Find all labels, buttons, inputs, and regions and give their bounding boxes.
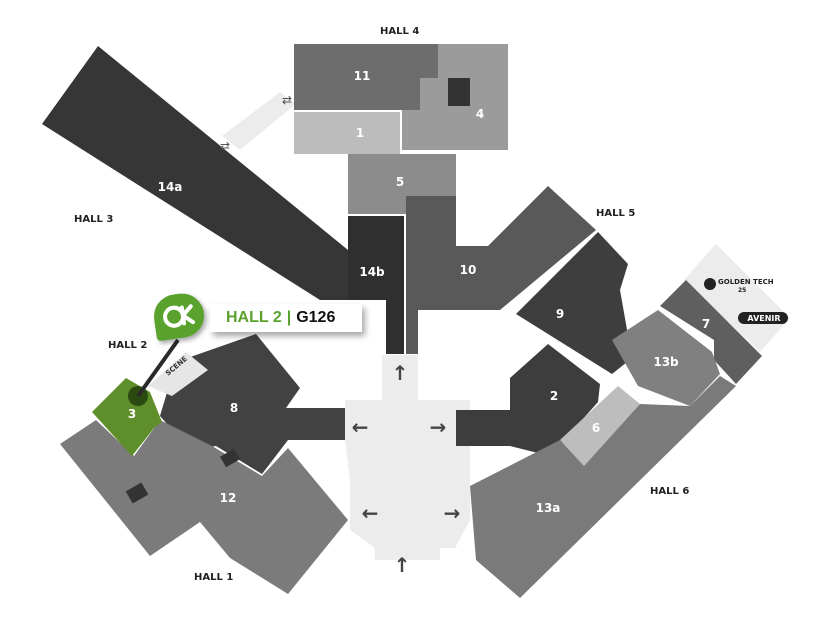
callout-pin-line: [136, 338, 180, 398]
hall-2[interactable]: [456, 344, 600, 456]
hall-6-zone[interactable]: [560, 386, 640, 466]
arrow-up-icon: ↑: [392, 361, 409, 385]
arrow-up-icon: ↑: [394, 553, 411, 577]
zone-label-11: 11: [354, 69, 371, 83]
hall-label-5: HALL 5: [596, 208, 635, 219]
arrow-left-icon: ←: [362, 501, 379, 525]
corridors: [222, 92, 790, 560]
zone-label-2: 2: [550, 389, 558, 403]
central-corridor: [345, 355, 470, 560]
zone-label-6: 6: [592, 421, 600, 435]
corridor-connector: [222, 92, 296, 150]
hall-label-2: HALL 2: [108, 340, 147, 351]
zone-label-10: 10: [460, 263, 477, 277]
zone-label-13b: 13b: [653, 355, 679, 369]
hall-11[interactable]: [294, 44, 438, 110]
connector-arrow-bottom-icon: ⇄: [220, 139, 230, 153]
hall-9[interactable]: [516, 232, 632, 374]
zone-label-14b: 14b: [359, 265, 385, 279]
hall-13a[interactable]: [470, 376, 736, 598]
avenir-name: AVENIR: [747, 314, 780, 323]
hall-5-zone[interactable]: [348, 154, 456, 214]
location-badge-icon: [151, 290, 207, 342]
corridor-arrows: ↑ ← → ← → ↑: [352, 361, 461, 577]
zone-label-14a: 14a: [158, 180, 183, 194]
zone-label-7: 7: [702, 317, 710, 331]
hall-label-3: HALL 3: [74, 214, 113, 225]
callout-booth-code: G126: [296, 309, 336, 326]
hall-label-4: HALL 4: [380, 26, 419, 37]
avenir-logo: AVENIR: [738, 312, 788, 324]
hall-13b[interactable]: [612, 310, 720, 406]
zone-label-13a: 13a: [536, 501, 561, 515]
hall-8-sign-icon: [220, 448, 240, 468]
callout-separator: |: [286, 309, 292, 326]
halls: ⇄ ⇄: [42, 44, 762, 598]
hall-4-sign-icon: [448, 78, 470, 106]
golden-tech-area: [684, 244, 790, 352]
hall-14b[interactable]: [348, 216, 404, 354]
zone-label-1: 1: [356, 126, 364, 140]
callout-hall: HALL 2: [226, 309, 282, 326]
zone-label-4: 4: [476, 107, 484, 121]
zone-label-8: 8: [230, 401, 238, 415]
connector-arrow-top-icon: ⇄: [282, 93, 292, 107]
arrow-left-icon: ←: [352, 415, 369, 439]
hall-7[interactable]: [660, 280, 762, 384]
hall-14a[interactable]: [42, 46, 348, 300]
callout-label: HALL 2 | G126: [210, 304, 362, 332]
zone-label-3: 3: [128, 407, 136, 421]
hall-12-sign-icon: [125, 482, 149, 504]
hall-label-1: HALL 1: [194, 572, 233, 583]
arrow-right-icon: →: [430, 415, 447, 439]
golden-tech-name: GOLDEN TECH: [718, 278, 774, 286]
zone-label-9: 9: [556, 307, 564, 321]
arrow-right-icon: →: [444, 501, 461, 525]
location-callout[interactable]: HALL 2 | G126: [148, 290, 368, 344]
hall-name-labels: HALL 4 HALL 3 HALL 5 HALL 2 HALL 6 HALL …: [74, 26, 689, 583]
scene-booth: [148, 352, 208, 396]
hall-12[interactable]: [60, 420, 348, 594]
zone-label-5: 5: [396, 175, 404, 189]
zone-label-12: 12: [220, 491, 237, 505]
hall-10[interactable]: [406, 186, 596, 354]
zone-labels: 11 4 1 5 14a 14b 10 9 7 13b 2 6 13a 8 3 …: [128, 69, 710, 515]
golden-tech-number: 25: [738, 287, 746, 294]
golden-tech-logo: GOLDEN TECH 25: [704, 278, 774, 294]
hall-label-6: HALL 6: [650, 486, 689, 497]
hall-1[interactable]: [294, 112, 400, 154]
